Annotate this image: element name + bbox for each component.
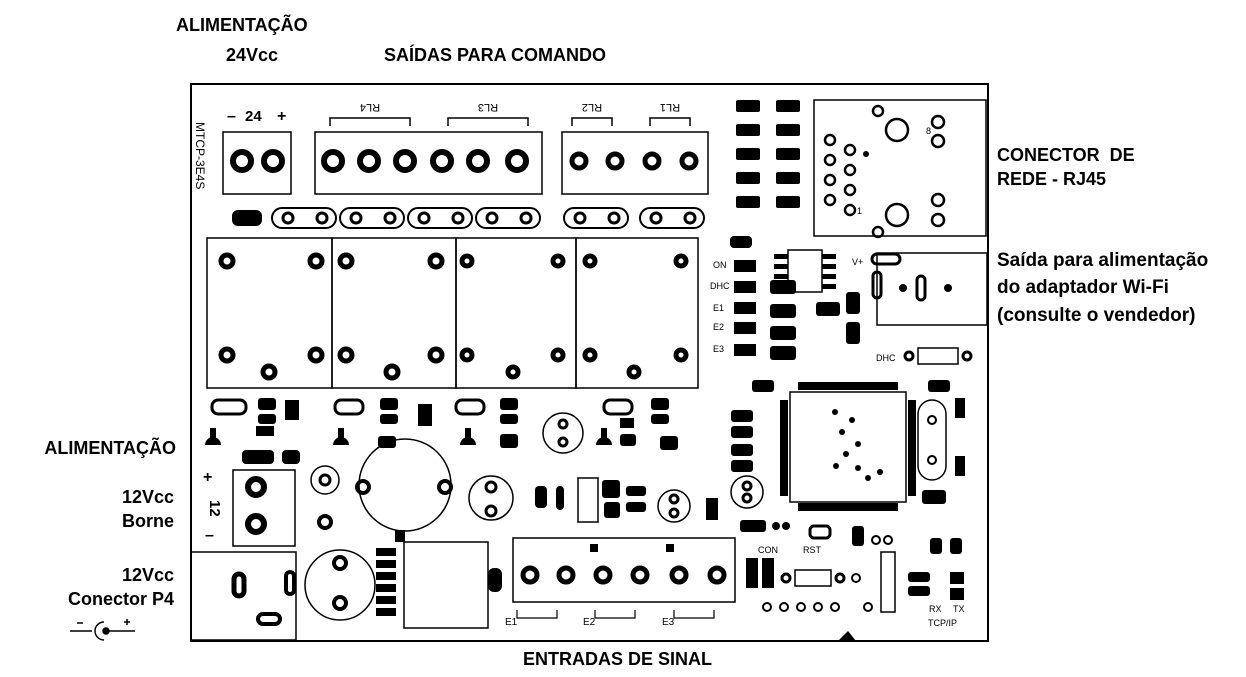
input-marker-1 [590,544,598,552]
rj45-pins [823,104,946,239]
terminal-outputs-small [561,131,709,195]
p4-polarity-icon [70,619,135,641]
relay-label-rl3: RL3 [478,101,498,113]
led-label-e3: E3 [713,344,724,354]
rj45-label-line1: CONECTOR DE [997,145,1135,165]
prog-header-pins [762,535,893,612]
term24-label: 24 [245,108,262,125]
terminal-12v-pin1 [245,476,267,498]
small-ic-pins [774,254,836,289]
terminal-outputs [314,131,543,195]
led-label-e1: E1 [713,303,724,313]
dhc-label: DHC [876,353,896,363]
regulator-tab [488,568,502,592]
rst-button-pin1 [780,572,792,584]
led-label-dhc: DHC [710,281,730,291]
power-12v-p4-connector: Conector P4 [67,589,174,609]
rj45-pin-8: 8 [926,126,931,136]
power-12v-borne: Borne [121,511,174,531]
led-label-on: ON [713,260,727,270]
mcu-dots [832,409,883,481]
dhc-button-pin1 [903,350,915,362]
rj45-connector [813,99,987,237]
input-label-e3: E3 [662,617,675,628]
rx-label: RX [929,604,942,614]
board-notch [838,631,856,641]
rj45-pin-dot [863,151,869,157]
power-24v-voltage: 24Vcc [226,45,279,65]
rst-button-pin2 [834,572,846,584]
crystal-pin2 [927,455,937,465]
wifi-pad-1 [870,252,902,266]
relay-label-rl2: RL2 [582,101,602,113]
wifi-pad-3 [915,274,927,302]
wifi-label-line2: do adaptador Wi-Fi [997,277,1169,298]
power-24v-title: ALIMENTAÇÃO [176,15,308,35]
terminal-outputs-small-pins [569,151,699,171]
regulator [403,541,489,629]
terminal-24v-pin1 [230,149,254,173]
terminal-24v-pin2 [261,149,285,173]
wifi-header [876,252,988,326]
term12-label: 12 [206,500,223,517]
input-label-e1: E1 [505,617,518,628]
outputs-label: SAÍDAS PARA COMANDO [384,45,607,65]
rj45-label-line2: REDE - RJ45 [997,169,1107,189]
dhc-button [917,347,959,365]
wifi-label-line1: Saída para alimentação [997,250,1209,271]
relay-drivers [205,398,678,464]
capacitors [304,412,764,621]
board-outline [190,83,989,642]
wifi-pad-2 [871,270,883,300]
terminal-inputs [512,537,736,603]
rst-label: RST [803,545,822,555]
wifi-label-line3: (consulte o vendedor) [997,305,1196,326]
led-label-e2: E2 [713,322,724,332]
input-silk-brackets [516,610,715,619]
relay-label-rl1: RL1 [660,101,680,113]
inputs-label: ENTRADAS DE SINAL [523,649,713,669]
terminal-inputs-pins [520,565,727,585]
power-12v-voltage-p4: 12Vcc [121,565,174,585]
terminal-12v [232,469,296,547]
mcu-chip [789,391,907,503]
p4-jack [190,551,297,641]
power-12v-voltage-terminal: 12Vcc [121,487,174,507]
term12-plus: + [203,469,212,486]
wifi-pin-1 [899,284,907,292]
input-marker-2 [666,544,674,552]
rst-button [794,569,832,587]
wifi-vplus: V+ [852,257,863,267]
relay-silk-brackets [329,117,691,126]
term24-minus: – [227,108,236,125]
term24-plus: + [277,108,286,125]
small-ic [787,249,823,293]
wifi-pin-2 [944,284,952,292]
dhc-button-pin2 [961,350,973,362]
mid-components [535,410,832,540]
relay-label-rl4: RL4 [360,101,380,113]
input-label-e2: E2 [583,617,596,628]
terminal-24v [222,131,292,195]
diode-row [232,207,705,229]
regulator-pins [376,530,405,616]
model-silk: MTCP-3E4S [193,122,207,189]
terminal-outputs-pins [321,149,529,173]
rj45-pin-1: 1 [857,206,862,216]
power-12v-title: ALIMENTAÇÃO [44,438,176,458]
term12-minus: – [205,527,214,544]
tcpip-label: TCP/IP [928,618,957,628]
resistor-vertical [880,551,896,613]
status-leds [734,260,756,356]
mcu-pins [780,382,916,511]
right-passives [730,100,965,600]
crystal [917,399,947,481]
con-label: CON [758,545,778,555]
relays [206,237,699,389]
terminal-12v-pin2 [245,513,267,535]
crystal-pin1 [927,415,937,425]
tx-label: TX [953,604,965,614]
